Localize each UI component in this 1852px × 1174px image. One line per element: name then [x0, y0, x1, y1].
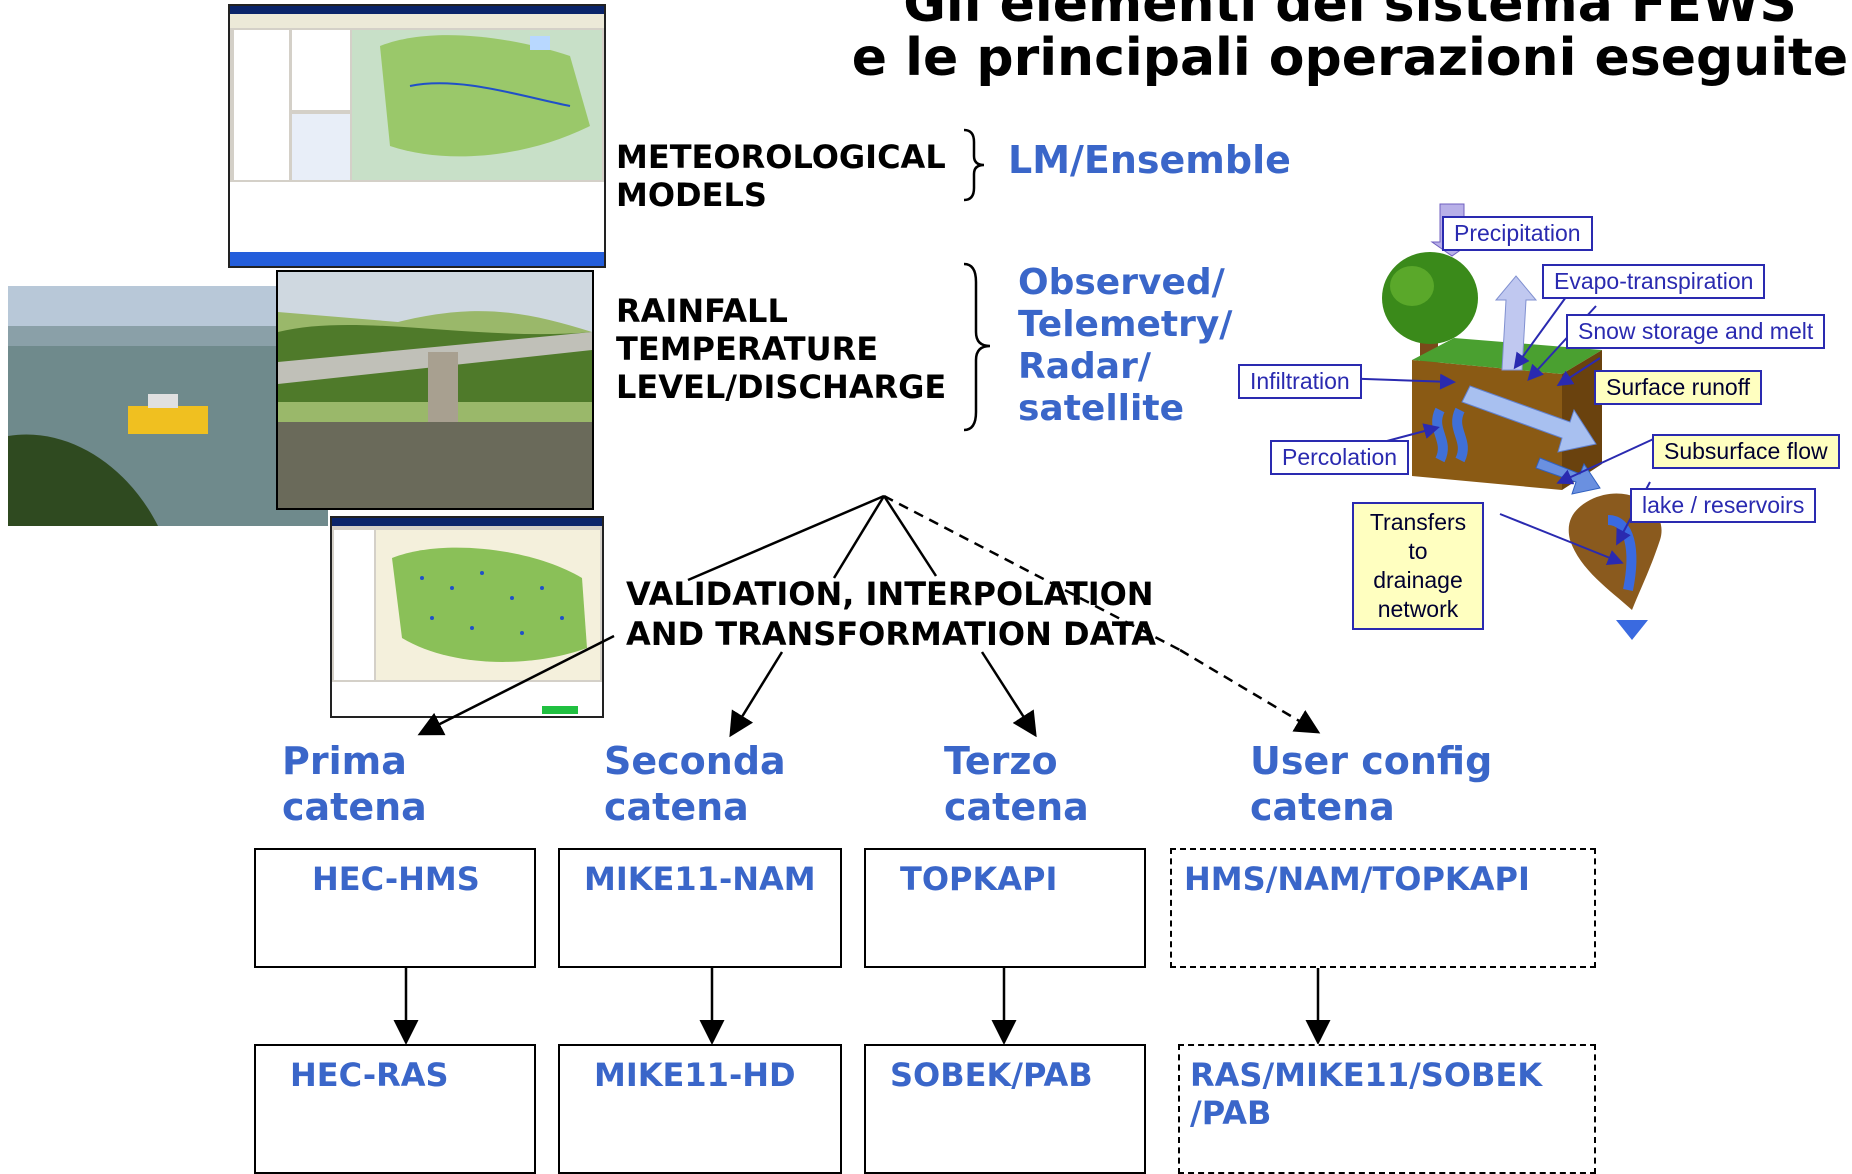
hydrologic-model-4: HMS/NAM/TOPKAPI	[1184, 860, 1530, 898]
bridge-photo	[276, 270, 594, 510]
observed-brace	[963, 262, 991, 432]
chain-2-title: Seconda catena	[604, 739, 786, 829]
hydraulic-box-2: MIKE11-HD	[558, 1044, 842, 1174]
percolation-label: Percolation	[1270, 440, 1410, 475]
hydrologic-box-2: MIKE11-NAM	[558, 848, 842, 968]
hydrologic-model-3: TOPKAPI	[900, 860, 1058, 898]
hydrologic-model-2: MIKE11-NAM	[584, 860, 816, 898]
meteo-value: LM/Ensemble	[1008, 138, 1291, 182]
evapotranspiration-label: Evapo-transpiration	[1542, 264, 1766, 299]
precipitation-label: Precipitation	[1442, 216, 1593, 251]
fews-screenshot-top	[228, 4, 606, 268]
hydraulic-model-4: RAS/MIKE11/SOBEK /PAB	[1190, 1056, 1543, 1132]
fews-screenshot-top-image	[230, 6, 604, 266]
meteo-brace	[963, 128, 985, 202]
hydraulic-box-3: SOBEK/PAB	[864, 1044, 1146, 1174]
snow-storage-label: Snow storage and melt	[1566, 314, 1826, 349]
hydraulic-box-1: HEC-RAS	[254, 1044, 536, 1174]
hydrologic-box-3: TOPKAPI	[864, 848, 1146, 968]
page-title: Gli elementi del sistema FEWS	[903, 0, 1797, 34]
subsurface-flow-label: Subsurface flow	[1652, 434, 1840, 469]
bridge-photo-image	[278, 272, 592, 508]
page-subtitle: e le principali operazioni eseguite	[851, 28, 1849, 88]
chain-1-title: Prima catena	[282, 739, 427, 829]
chain-4-title: User config catena	[1250, 739, 1493, 829]
hydraulic-model-1: HEC-RAS	[290, 1056, 449, 1094]
lake-reservoirs-label: lake / reservoirs	[1630, 488, 1817, 523]
processing-label: VALIDATION, INTERPOLATION AND TRANSFORMA…	[626, 575, 1156, 653]
observed-value: Observed/ Telemetry/ Radar/ satellite	[1018, 262, 1233, 429]
hydrologic-box-4: HMS/NAM/TOPKAPI	[1170, 848, 1596, 968]
hydraulic-box-4: RAS/MIKE11/SOBEK /PAB	[1178, 1044, 1596, 1174]
meteo-label: METEOROLOGICAL MODELS	[616, 138, 946, 214]
chain-3-title: Terzo catena	[944, 739, 1089, 829]
hydrologic-box-1: HEC-HMS	[254, 848, 536, 968]
hydraulic-model-2: MIKE11-HD	[594, 1056, 796, 1094]
transfers-label: Transfers to drainage network	[1352, 502, 1484, 630]
hydro-cycle-illustration	[1335, 203, 1662, 640]
fews-screenshot-stations	[330, 516, 604, 718]
hydrologic-model-1: HEC-HMS	[312, 860, 480, 898]
surface-runoff-label: Surface runoff	[1594, 370, 1763, 405]
infiltration-label: Infiltration	[1238, 364, 1362, 399]
river-boat-photo	[8, 286, 328, 526]
hydraulic-model-3: SOBEK/PAB	[890, 1056, 1093, 1094]
observed-label: RAINFALL TEMPERATURE LEVEL/DISCHARGE	[616, 292, 947, 406]
river-boat-photo-image	[8, 286, 328, 526]
